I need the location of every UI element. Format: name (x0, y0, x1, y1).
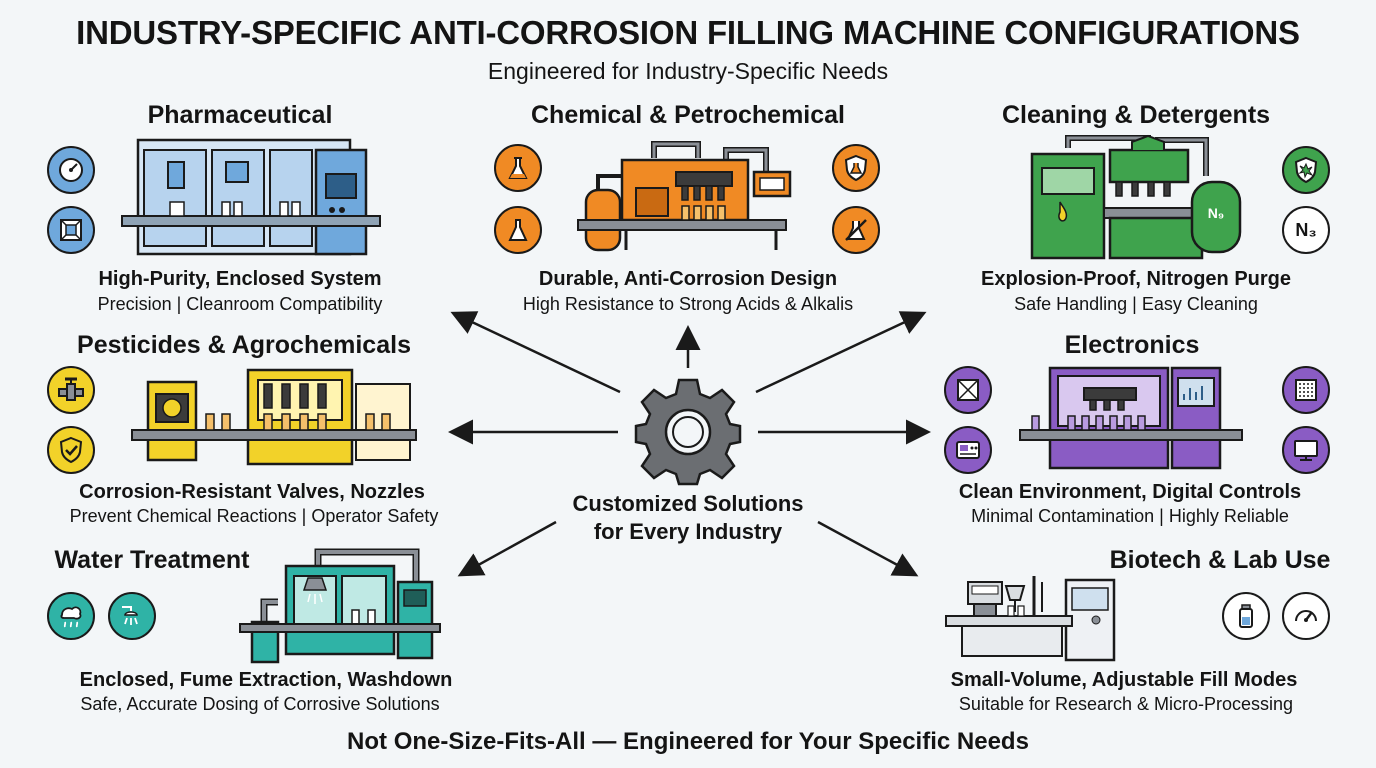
feature-electronics: Clean Environment, Digital Controls (958, 481, 1302, 503)
chemical-machine (577, 141, 792, 252)
feature-chemical: Durable, Anti-Corrosion Design (538, 268, 838, 290)
pressure-gauge-icon (47, 146, 95, 194)
panel-title-pharmaceutical: Pharmaceutical (147, 101, 333, 129)
explosion-proof-icon (1282, 146, 1330, 194)
no-acid-icon (832, 206, 880, 254)
electronics-machine (1019, 366, 1243, 470)
page-subtitle: Engineered for Industry-Specific Needs (487, 58, 889, 84)
desc-electronics: Minimal Contamination | Highly Reliable (971, 506, 1289, 526)
desc-cleaning: Safe Handling | Easy Cleaning (1014, 294, 1258, 314)
water-machine (239, 548, 441, 664)
nitrogen-icon-label: N₃ (1295, 219, 1317, 240)
fume-extraction-icon (47, 592, 95, 640)
arrow-to-pharmaceutical (450, 311, 621, 394)
monitor-icon (1282, 426, 1330, 474)
arrow-to-cleaning (755, 311, 927, 394)
gauge-icon (1282, 592, 1330, 640)
panel-title-water: Water Treatment (54, 546, 250, 574)
filter-mesh-icon (1282, 366, 1330, 414)
feature-biotech: Small-Volume, Adjustable Fill Modes (950, 669, 1298, 691)
valve-icon (47, 366, 95, 414)
cleaning-machine: N₉ (1030, 134, 1242, 260)
clean-chamber-icon (944, 366, 992, 414)
shield-flask-icon (832, 144, 880, 192)
gear-icon (634, 378, 742, 486)
feature-pesticides: Corrosion-Resistant Valves, Nozzles (79, 481, 425, 503)
footer-tagline: Not One-Size-Fits-All — Engineered for Y… (347, 728, 1029, 755)
vial-icon (1222, 592, 1270, 640)
feature-water: Enclosed, Fume Extraction, Washdown (79, 669, 453, 691)
page-title: INDUSTRY-SPECIFIC ANTI-CORROSION FILLING… (76, 14, 1300, 51)
flask-icon (494, 144, 542, 192)
nitrogen-tank-label: N₉ (1208, 205, 1224, 221)
pesticides-machine (131, 368, 417, 466)
feature-pharmaceutical: High-Purity, Enclosed System (98, 268, 382, 290)
desc-chemical: High Resistance to Strong Acids & Alkali… (522, 294, 854, 314)
control-panel-icon (944, 426, 992, 474)
nitrogen-icon: N₃ (1282, 206, 1330, 254)
pharmaceutical-machine (121, 138, 381, 256)
arrow-to-biotech (817, 520, 919, 577)
safety-shield-icon (47, 426, 95, 474)
desc-water: Safe, Accurate Dosing of Corrosive Solut… (80, 694, 440, 714)
cleanroom-window-icon (47, 206, 95, 254)
washdown-shower-icon (108, 592, 156, 640)
desc-biotech: Suitable for Research & Micro-Processing (958, 694, 1294, 714)
feature-cleaning: Explosion-Proof, Nitrogen Purge (980, 268, 1292, 290)
center-label-line2: for Every Industry (593, 519, 783, 544)
panel-title-pesticides: Pesticides & Agrochemicals (77, 331, 411, 359)
beaker-icon (494, 206, 542, 254)
panel-title-biotech: Biotech & Lab Use (1109, 546, 1331, 574)
center-label: Customized Solutions for Every Industry (573, 490, 804, 546)
desc-pesticides: Prevent Chemical Reactions | Operator Sa… (69, 506, 439, 526)
panel-title-electronics: Electronics (1064, 331, 1200, 359)
center-label-line1: Customized Solutions (572, 491, 804, 516)
arrow-to-water (457, 520, 557, 577)
panel-title-chemical: Chemical & Petrochemical (530, 101, 846, 129)
panel-title-cleaning: Cleaning & Detergents (1001, 101, 1271, 129)
biotech-machine (945, 576, 1116, 662)
desc-pharmaceutical: Precision | Cleanroom Compatibility (97, 294, 383, 314)
